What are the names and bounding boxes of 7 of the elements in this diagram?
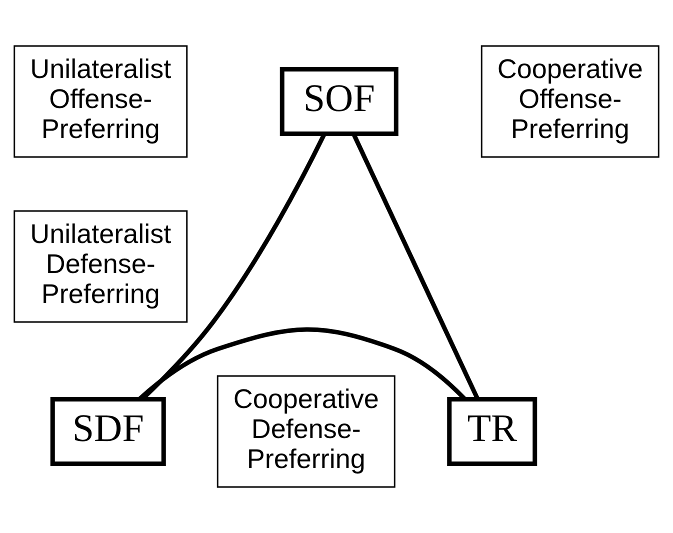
node-box: SDF [50, 397, 166, 466]
node-box: Cooperative Defense-Preferring [216, 375, 396, 488]
node-box: Unilateralist Defense-Preferring [14, 210, 188, 323]
node-box: Cooperative Offense-Preferring [480, 45, 660, 158]
node-box: SOF [280, 67, 398, 136]
node-box: TR [447, 397, 538, 466]
node-box: Unilateralist Offense-Preferring [14, 45, 188, 158]
